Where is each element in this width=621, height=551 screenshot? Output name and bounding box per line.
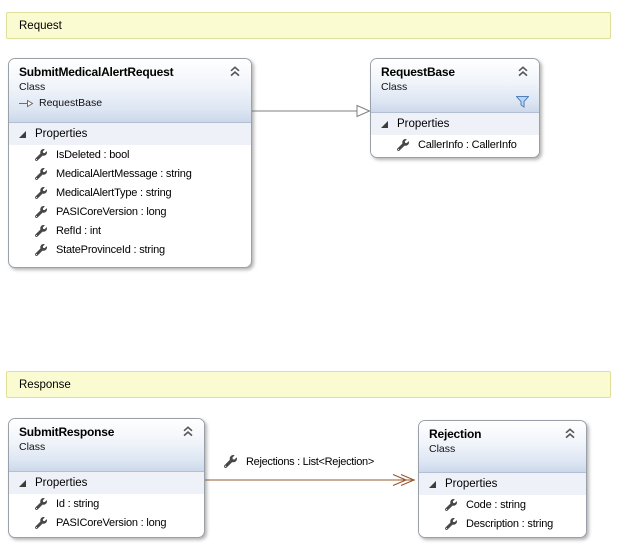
association-connector[interactable] [204,473,419,487]
property-row[interactable]: PASICoreVersion : long [9,202,251,221]
class-stereotype: Class [19,441,46,453]
property-label: StateProvinceId : string [56,243,165,256]
class-title: SubmitResponse [19,425,115,439]
expander-icon[interactable] [18,130,27,139]
class-header: SubmitMedicalAlertRequest Class RequestB… [9,59,251,123]
property-row[interactable]: CallerInfo : CallerInfo [371,135,539,154]
response-section-label: Response [19,378,71,391]
property-label: MedicalAlertMessage : string [56,167,192,180]
collapse-chevron-icon[interactable] [517,66,529,77]
property-row[interactable]: MedicalAlertType : string [9,183,251,202]
property-label: CallerInfo : CallerInfo [418,138,517,151]
wrench-icon [35,205,47,218]
class-header: Rejection Class [419,421,586,473]
filter-icon[interactable] [516,96,529,108]
members-list: CallerInfo : CallerInfo [371,135,539,154]
members-list: Code : string Description : string [419,495,586,533]
property-label: Id : string [56,497,100,510]
members-list: Id : string PASICoreVersion : long [9,494,204,532]
expander-icon[interactable] [18,479,27,488]
wrench-icon [35,167,47,180]
property-label: MedicalAlertType : string [56,186,172,199]
properties-compartment-header[interactable]: Properties [419,473,586,495]
wrench-icon [35,243,47,256]
property-row[interactable]: Description : string [419,514,586,533]
property-row[interactable]: RefId : int [9,221,251,240]
wrench-icon [35,148,47,161]
properties-compartment-header[interactable]: Properties [9,123,251,145]
expander-icon[interactable] [428,480,437,489]
wrench-icon [445,498,457,511]
association-label[interactable]: Rejections : List<Rejection> [224,454,374,469]
property-label: PASICoreVersion : long [56,516,167,529]
property-row[interactable]: StateProvinceId : string [9,240,251,259]
collapse-chevron-icon[interactable] [182,426,194,437]
property-label: Code : string [466,498,526,511]
property-row[interactable]: MedicalAlertMessage : string [9,164,251,183]
inheritance-connector[interactable] [251,103,371,119]
class-stereotype: Class [19,81,46,93]
property-row[interactable]: Code : string [419,495,586,514]
property-row[interactable]: PASICoreVersion : long [9,513,204,532]
compartment-label: Properties [35,128,88,140]
class-box-submitresponse[interactable]: SubmitResponse Class Properties Id : str… [8,418,205,538]
base-type-row: RequestBase [19,97,241,109]
association-arrowhead-icon [400,473,416,487]
wrench-icon [445,517,457,530]
response-section-banner[interactable]: Response [6,371,611,398]
collapse-chevron-icon[interactable] [229,66,241,77]
properties-compartment-header[interactable]: Properties [9,472,204,494]
request-section-banner[interactable]: Request [6,12,611,39]
wrench-icon [35,186,47,199]
base-type-arrow-icon [19,99,34,107]
inheritance-arrowhead-icon [356,104,371,118]
class-title: SubmitMedicalAlertRequest [19,65,174,79]
property-label: Description : string [466,517,554,530]
association-label-text: Rejections : List<Rejection> [246,455,374,468]
request-section-label: Request [19,19,62,32]
collapse-chevron-icon[interactable] [564,428,576,439]
class-header: RequestBase Class [371,59,539,113]
compartment-label: Properties [397,118,450,130]
class-box-rejection[interactable]: Rejection Class Properties Code : string… [418,420,587,538]
property-label: IsDeleted : bool [56,148,130,161]
wrench-icon [35,497,47,510]
class-stereotype: Class [429,443,456,455]
wrench-icon [224,455,237,468]
class-header: SubmitResponse Class [9,419,204,472]
association-arrowhead-icon [392,473,408,487]
class-title: RequestBase [381,65,455,79]
wrench-icon [35,516,47,529]
property-label: PASICoreVersion : long [56,205,167,218]
members-list: IsDeleted : bool MedicalAlertMessage : s… [9,145,251,259]
wrench-icon [397,138,409,151]
property-row[interactable]: IsDeleted : bool [9,145,251,164]
compartment-label: Properties [445,478,498,490]
class-stereotype: Class [381,81,408,93]
class-title: Rejection [429,427,482,441]
properties-compartment-header[interactable]: Properties [371,113,539,135]
base-type-label: RequestBase [39,97,103,109]
wrench-icon [35,224,47,237]
expander-icon[interactable] [380,120,389,129]
class-box-submitmedicalalertrequest[interactable]: SubmitMedicalAlertRequest Class RequestB… [8,58,252,268]
property-label: RefId : int [56,224,101,237]
compartment-label: Properties [35,477,88,489]
class-box-requestbase[interactable]: RequestBase Class Properties CallerInfo … [370,58,540,158]
property-row[interactable]: Id : string [9,494,204,513]
